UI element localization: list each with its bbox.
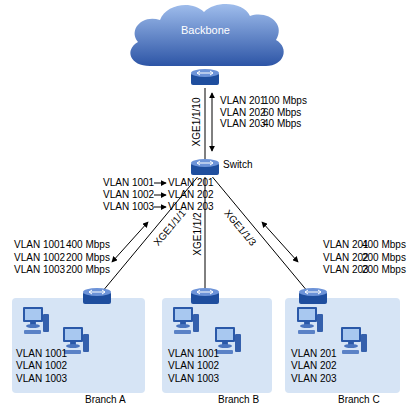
vlan-label: VLAN 1001 xyxy=(103,177,154,189)
switch-icon xyxy=(191,159,219,175)
vlan-label: VLAN 1001 xyxy=(14,239,65,251)
vlan-label: VLAN 203 xyxy=(220,118,266,130)
vlan-label: VLAN 202 xyxy=(323,252,369,264)
vlan-label: VLAN 1002 xyxy=(14,252,65,264)
vlan-label: VLAN 1002 xyxy=(103,189,154,201)
mapping-arrow xyxy=(154,195,166,196)
traffic-arrow xyxy=(112,222,148,262)
vlan-label: VLAN 202 xyxy=(220,107,266,119)
port-label: XGE1/1/3 xyxy=(221,208,258,249)
bandwidth-label: 60 Mbps xyxy=(263,107,301,119)
vlan-label: VLAN 1003 xyxy=(168,373,219,385)
link-line xyxy=(205,88,206,159)
bandwidth-label: 100 Mbps xyxy=(263,95,307,107)
cloud-outline xyxy=(130,4,283,66)
vlan-label: VLAN 1003 xyxy=(14,264,65,276)
vlan-label: VLAN 201 xyxy=(291,348,337,360)
branch-name: Branch C xyxy=(338,394,380,406)
vlan-label: VLAN 203 xyxy=(291,373,337,385)
vlan-label: VLAN 201 xyxy=(168,177,214,189)
bandwidth-label: 200 Mbps xyxy=(362,264,406,276)
branch-name: Branch A xyxy=(85,394,126,406)
device-name: Switch xyxy=(223,159,252,171)
vlan-label: VLAN 1002 xyxy=(168,360,219,372)
cloud-shape xyxy=(120,0,290,88)
bandwidth-label: 200 Mbps xyxy=(66,264,110,276)
port-label: XGE1/1/10 xyxy=(191,98,203,147)
vlan-label: VLAN 1001 xyxy=(168,348,219,360)
traffic-arrow xyxy=(262,222,298,262)
vlan-label: VLAN 202 xyxy=(291,360,337,372)
switch-node: Switch xyxy=(190,159,220,177)
vlan-label: VLAN 201 xyxy=(323,239,369,251)
traffic-arrow xyxy=(212,93,213,151)
vlan-label: VLAN 1003 xyxy=(103,201,154,213)
bandwidth-label: 40 Mbps xyxy=(263,118,301,130)
link-line xyxy=(212,177,313,298)
port-label: XGE1/1/2 xyxy=(192,212,204,255)
vlan-label: VLAN 203 xyxy=(323,264,369,276)
vlan-label: VLAN 1003 xyxy=(16,373,67,385)
bandwidth-label: 400 Mbps xyxy=(66,239,110,251)
vlan-label: VLAN 202 xyxy=(168,189,214,201)
cloud-label: Backbone xyxy=(181,24,230,37)
bandwidth-label: 400 Mbps xyxy=(362,239,406,251)
bandwidth-label: 200 Mbps xyxy=(362,252,406,264)
vlan-label: VLAN 1001 xyxy=(16,348,67,360)
vlan-label: VLAN 1002 xyxy=(16,360,67,372)
branch-box: VLAN 1001VLAN 1002VLAN 1003Branch B xyxy=(162,298,272,393)
branch-box: VLAN 1001VLAN 1002VLAN 1003Branch A xyxy=(12,298,145,393)
port-label: XGE1/1/1 xyxy=(151,208,188,249)
backbone-cloud: Backbone xyxy=(120,0,290,88)
switch-icon xyxy=(191,69,219,85)
mapping-arrow xyxy=(154,207,166,208)
vlan-label: VLAN 201 xyxy=(220,95,266,107)
branch-name: Branch B xyxy=(218,394,259,406)
branch-box: VLAN 201VLAN 202VLAN 203Branch C xyxy=(285,298,400,393)
mapping-arrow xyxy=(154,183,166,184)
bandwidth-label: 200 Mbps xyxy=(66,252,110,264)
